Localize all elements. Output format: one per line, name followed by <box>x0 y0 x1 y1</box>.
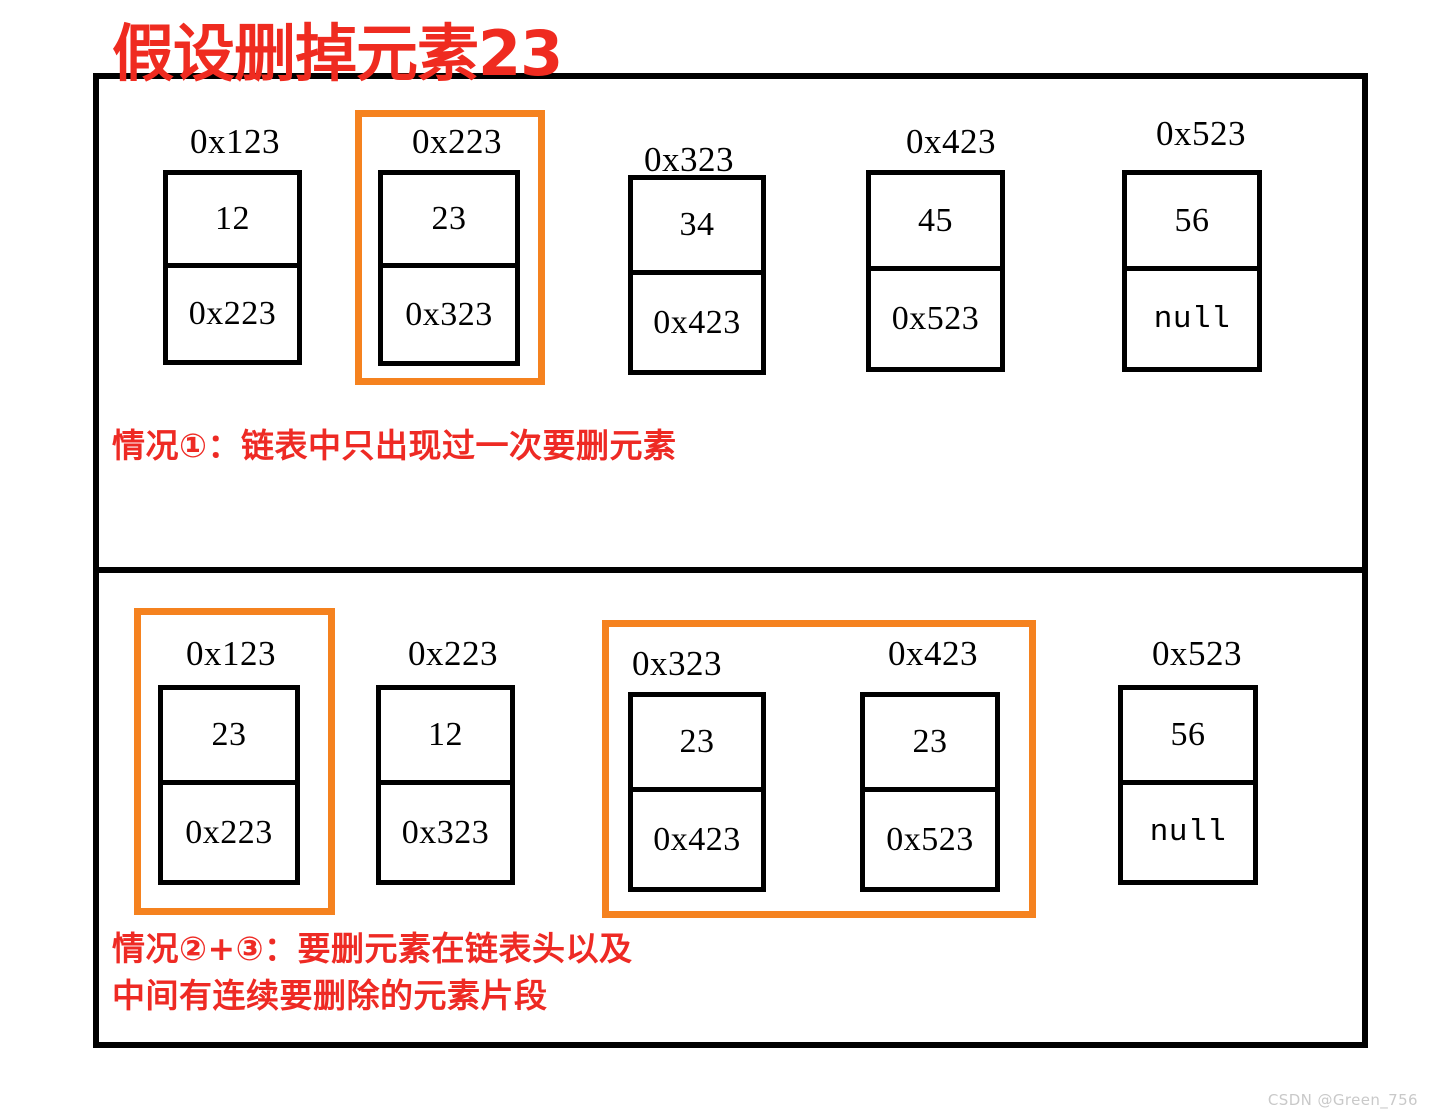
frame-section-divider <box>93 567 1368 573</box>
node-value-s2-1: 23 <box>163 690 295 785</box>
addr-label-s2-node-2: 0x223 <box>408 634 498 673</box>
caption-case-2-line-2: 中间有连续要删除的元素片段 <box>112 976 548 1015</box>
outer-frame <box>93 73 1368 1048</box>
node-s1-1: 12 0x223 <box>163 170 302 365</box>
node-s2-2: 12 0x323 <box>376 685 515 885</box>
node-s2-1: 23 0x223 <box>158 685 300 885</box>
node-next-s1-2: 0x323 <box>405 295 493 333</box>
node-next-s2-5: null <box>1149 815 1227 850</box>
node-next-s2-2: 0x323 <box>401 813 490 851</box>
node-next-s2-3: 0x423 <box>653 820 741 858</box>
addr-label-s1-node-1: 0x123 <box>190 122 280 161</box>
addr-label-s2-node-4: 0x423 <box>888 634 978 673</box>
node-value-s2-2: 12 <box>381 690 510 785</box>
node-next-s2-4: 0x523 <box>886 820 974 858</box>
caption-case-2-line-1: 情况②+③：要删元素在链表头以及 <box>112 929 633 968</box>
highlight-box-s2-nodes-0x323-0x423 <box>602 620 1036 918</box>
addr-label-s1-node-2: 0x223 <box>412 122 502 161</box>
node-value-s1-2: 23 <box>383 175 515 268</box>
node-value-s2-5: 56 <box>1123 690 1253 785</box>
addr-label-s2-node-5: 0x523 <box>1152 634 1242 673</box>
highlight-box-s2-node-0x123 <box>134 608 335 915</box>
node-s1-2: 23 0x323 <box>378 170 520 366</box>
node-next-s1-1: 0x223 <box>188 294 277 332</box>
node-next-s2-1: 0x223 <box>185 813 273 851</box>
node-next-s1-4: 0x523 <box>891 300 980 337</box>
node-s2-4: 23 0x523 <box>860 692 1000 892</box>
node-next-s1-5: null <box>1153 301 1231 337</box>
watermark: CSDN @Green_756 <box>1267 1091 1418 1109</box>
addr-label-s1-node-5: 0x523 <box>1156 114 1246 153</box>
node-value-s1-4: 45 <box>871 175 1000 271</box>
node-s2-3: 23 0x423 <box>628 692 766 892</box>
caption-case-1: 情况①：链表中只出现过一次要删元素 <box>112 426 677 465</box>
node-s1-4: 45 0x523 <box>866 170 1005 372</box>
node-s1-5: 56 null <box>1122 170 1262 372</box>
highlight-box-s1-node-0x223 <box>355 110 545 385</box>
node-s2-5: 56 null <box>1118 685 1258 885</box>
addr-label-s1-node-3: 0x323 <box>644 140 734 179</box>
node-value-s1-3: 34 <box>633 180 761 275</box>
addr-label-s2-node-1: 0x123 <box>186 634 276 673</box>
node-s1-3: 34 0x423 <box>628 175 766 375</box>
addr-label-s2-node-3: 0x323 <box>632 644 722 683</box>
node-value-s1-5: 56 <box>1127 175 1257 271</box>
addr-label-s1-node-4: 0x423 <box>906 122 996 161</box>
page-title: 假设删掉元素23 <box>112 17 563 90</box>
node-value-s2-3: 23 <box>633 697 761 792</box>
node-next-s1-3: 0x423 <box>653 303 741 341</box>
node-value-s1-1: 12 <box>168 175 297 268</box>
node-value-s2-4: 23 <box>865 697 995 792</box>
